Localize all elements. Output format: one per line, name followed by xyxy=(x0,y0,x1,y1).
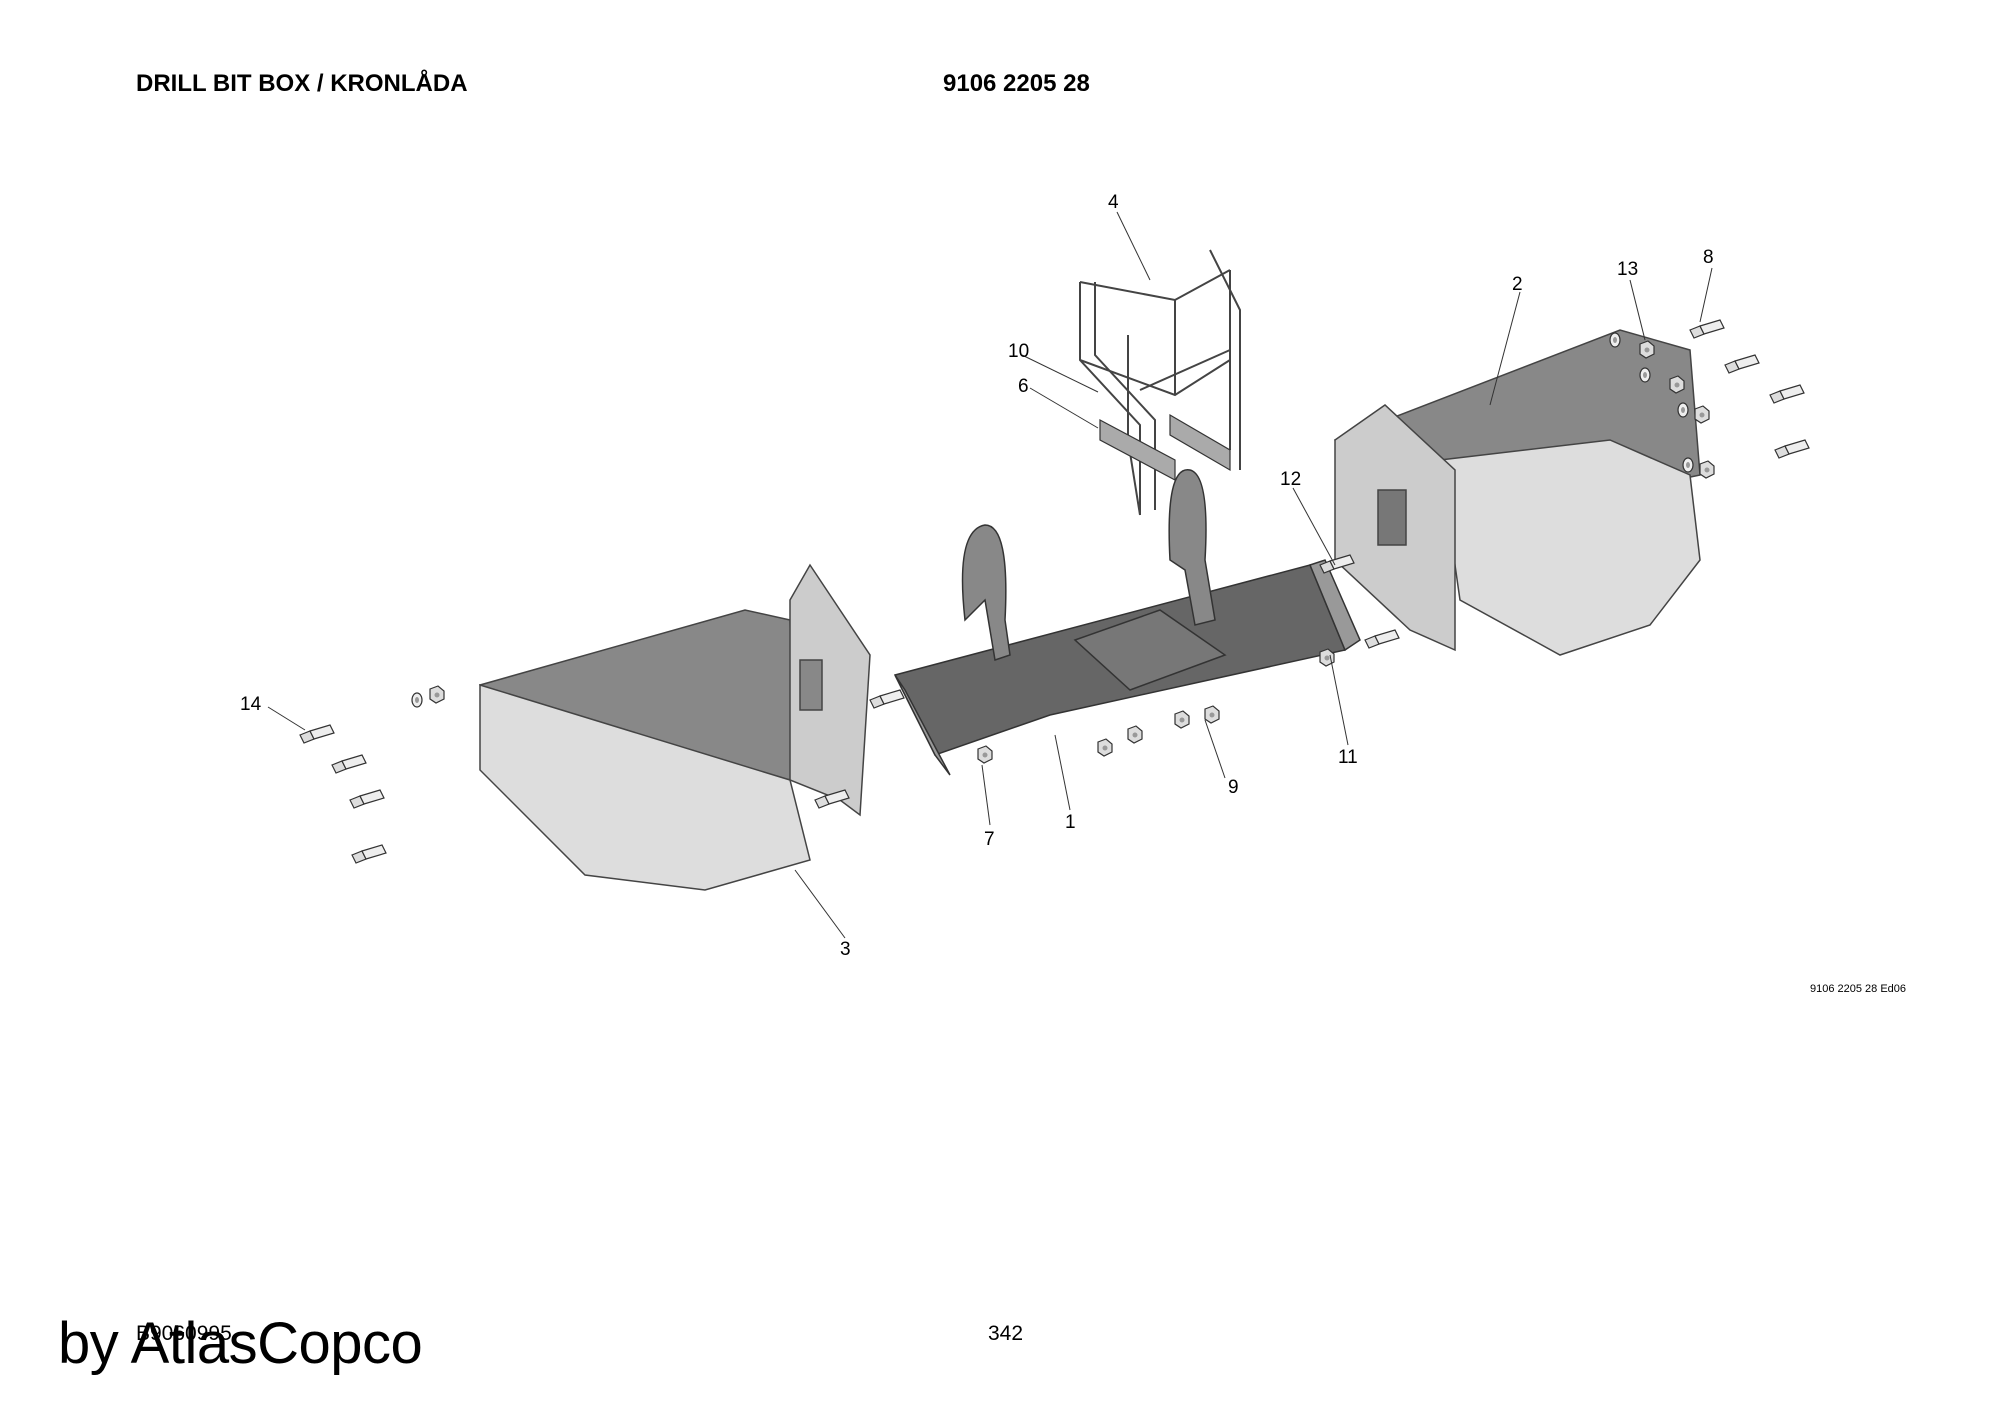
frame-brackets xyxy=(1099,413,1231,481)
callout-1: 1 xyxy=(1065,812,1076,833)
callout-2: 2 xyxy=(1512,274,1523,295)
page-number: 342 xyxy=(988,1322,1024,1345)
callout-13: 13 xyxy=(1617,259,1638,280)
wire-frame-part-4 xyxy=(1079,249,1241,516)
callout-labels: 1 2 3 4 6 7 8 9 10 11 12 13 14 xyxy=(240,192,1714,960)
callout-6: 6 xyxy=(1018,376,1029,397)
callout-14: 14 xyxy=(240,694,262,715)
part-number: 9106 2205 28 xyxy=(943,70,1090,97)
edition-label: 9106 2205 28 Ed06 xyxy=(1810,983,1907,995)
main-beam-part-1 xyxy=(893,469,1361,776)
left-box-part-3 xyxy=(478,563,871,891)
document-id: B9060995 xyxy=(136,1322,232,1345)
page-title: DRILL BIT BOX / KRONLÅDA xyxy=(136,70,468,97)
callout-10: 10 xyxy=(1008,341,1029,362)
callout-9: 9 xyxy=(1228,777,1239,798)
callout-8: 8 xyxy=(1703,247,1714,268)
callout-11: 11 xyxy=(1338,747,1358,768)
leader-lines xyxy=(267,211,1713,939)
callout-3: 3 xyxy=(840,939,851,960)
callout-7: 7 xyxy=(984,829,995,850)
right-box-part-2 xyxy=(1334,329,1701,656)
watermark: by AtlasCopco xyxy=(58,1311,423,1376)
callout-12: 12 xyxy=(1280,469,1301,490)
callout-4: 4 xyxy=(1108,192,1119,213)
